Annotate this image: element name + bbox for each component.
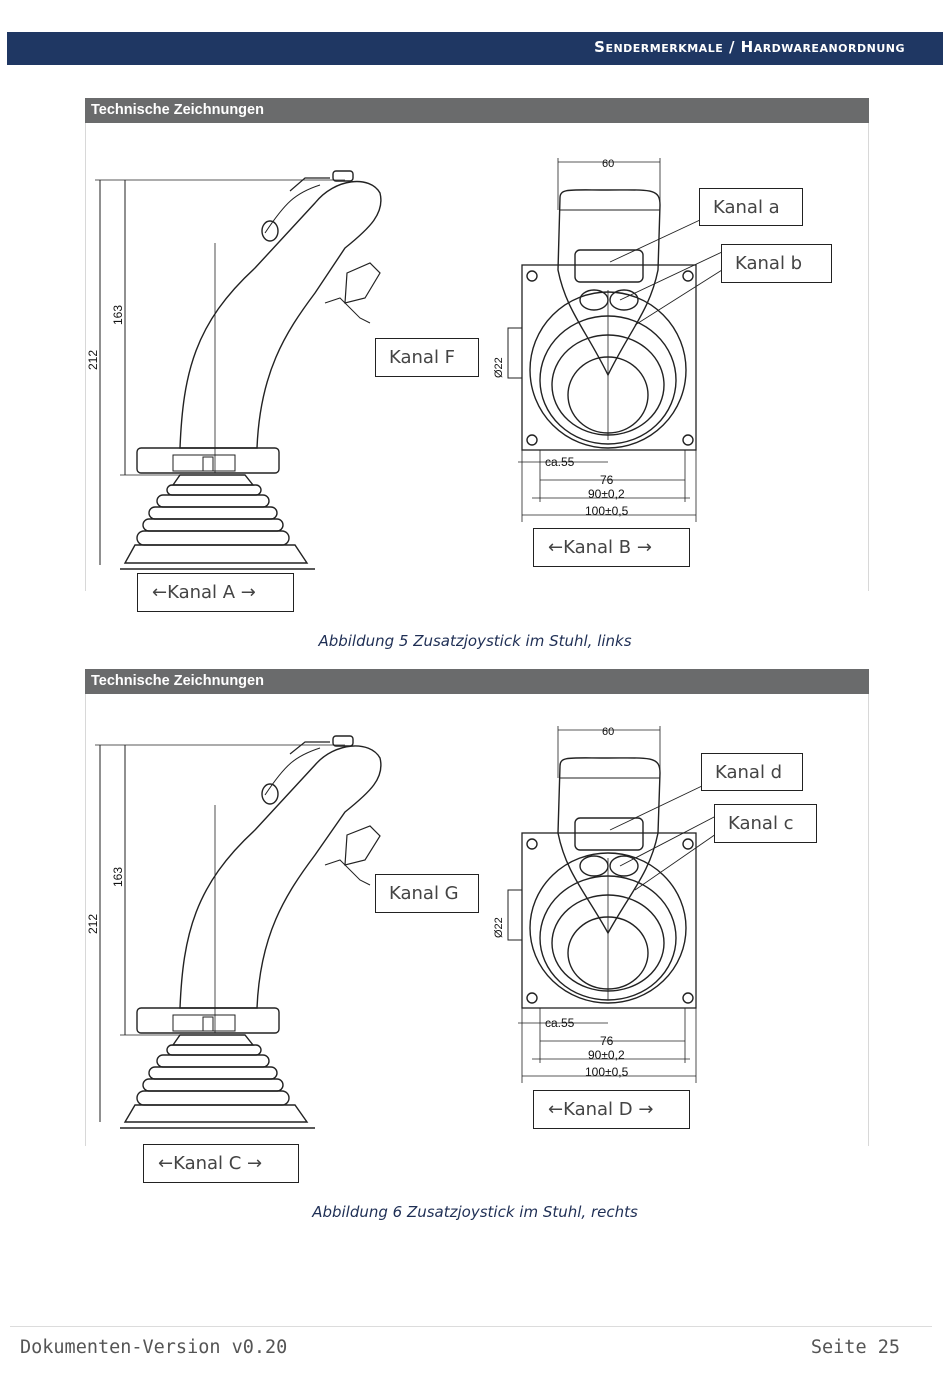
label-kanal-d: Kanal d <box>701 753 803 791</box>
document-version: Dokumenten-Version v0.20 <box>20 1337 288 1358</box>
dim-76-label: 76 <box>600 473 614 487</box>
label-kanal-A-bottom: ←Kanal A → <box>137 573 294 612</box>
label-kanal-C-bottom: ←Kanal C → <box>143 1144 299 1183</box>
joystick-front-view-drawing: 60 Ø22 ca.55 76 90±0,2 100±0,5 <box>493 158 723 522</box>
panel-border-left <box>85 123 86 591</box>
page-number: Seite 25 <box>810 1337 900 1358</box>
footer-divider <box>10 1326 932 1327</box>
panel-title: Technische Zeichnungen <box>91 673 264 689</box>
panel-title: Technische Zeichnungen <box>91 102 264 118</box>
dim-163-label: 163 <box>111 867 125 887</box>
dim-100-label: 100±0,5 <box>585 504 629 518</box>
panel-header-figure-5: Technische Zeichnungen <box>85 98 869 123</box>
label-kanal-g: Kanal G <box>375 874 479 913</box>
panel-border-right <box>868 694 869 1146</box>
dim-163-label: 163 <box>111 305 125 325</box>
dim-diameter-label: Ø22 <box>493 917 505 938</box>
figure-caption: Abbildung 6 Zusatzjoystick im Stuhl, rec… <box>312 1203 638 1221</box>
dim-100-label: 100±0,5 <box>585 1065 629 1079</box>
dim-ca55-label: ca.55 <box>545 1016 575 1030</box>
header-bar <box>7 32 943 65</box>
label-kanal-D-front: ←Kanal D → <box>533 1090 690 1129</box>
dim-212-label: 212 <box>86 914 100 934</box>
dim-212-label: 212 <box>86 350 100 370</box>
dim-ca55-label: ca.55 <box>545 455 575 469</box>
label-kanal-b: Kanal b <box>721 244 832 283</box>
joystick-side-view-drawing: 212 163 <box>86 735 382 1129</box>
panel-border-right <box>868 123 869 591</box>
label-kanal-B-front: ←Kanal B → <box>533 528 690 567</box>
dim-60-label: 60 <box>602 158 614 170</box>
dim-76-label: 76 <box>600 1034 614 1048</box>
dim-60-label: 60 <box>602 726 614 738</box>
dim-diameter-label: Ø22 <box>493 357 505 378</box>
dim-90-label: 90±0,2 <box>588 1048 625 1062</box>
label-kanal-c: Kanal c <box>714 804 817 843</box>
joystick-front-view-drawing: 60 Ø22 ca.55 76 90±0,2 100±0,5 <box>493 726 717 1083</box>
label-kanal-f: Kanal F <box>375 338 479 377</box>
panel-header-figure-6: Technische Zeichnungen <box>85 669 869 694</box>
label-kanal-a: Kanal a <box>699 188 803 226</box>
joystick-side-view-drawing: 212 163 <box>86 170 382 570</box>
panel-border-left <box>85 694 86 1146</box>
figure-caption: Abbildung 5 Zusatzjoystick im Stuhl, lin… <box>318 632 632 650</box>
dim-90-label: 90±0,2 <box>588 487 625 501</box>
header-title: Sendermerkmale / Hardwareanordnung <box>594 38 905 56</box>
